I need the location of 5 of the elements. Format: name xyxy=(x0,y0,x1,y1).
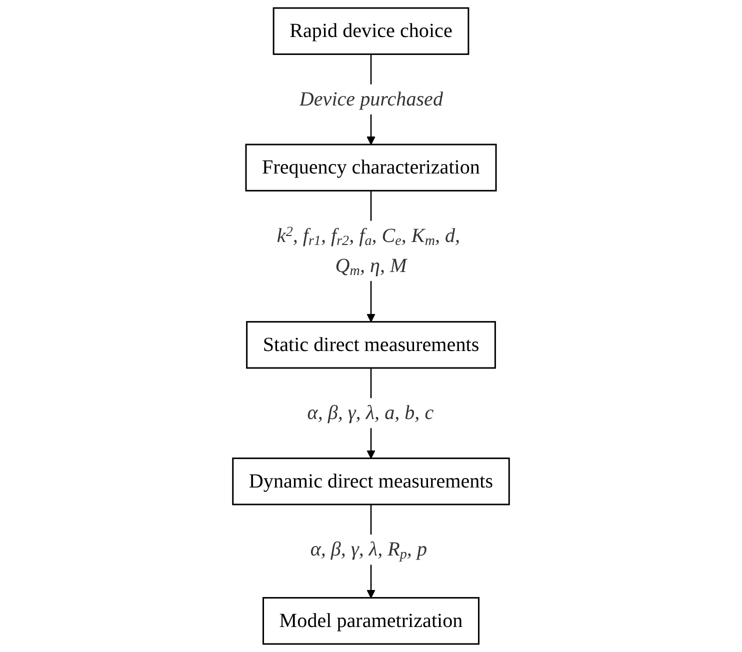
process-box: Dynamic direct measurements xyxy=(232,458,510,506)
process-box: Static direct measurements xyxy=(246,321,496,369)
process-box: Model parametrization xyxy=(262,597,480,645)
process-box: Rapid device choice xyxy=(272,7,470,55)
process-box: Frequency characterization xyxy=(245,144,497,192)
